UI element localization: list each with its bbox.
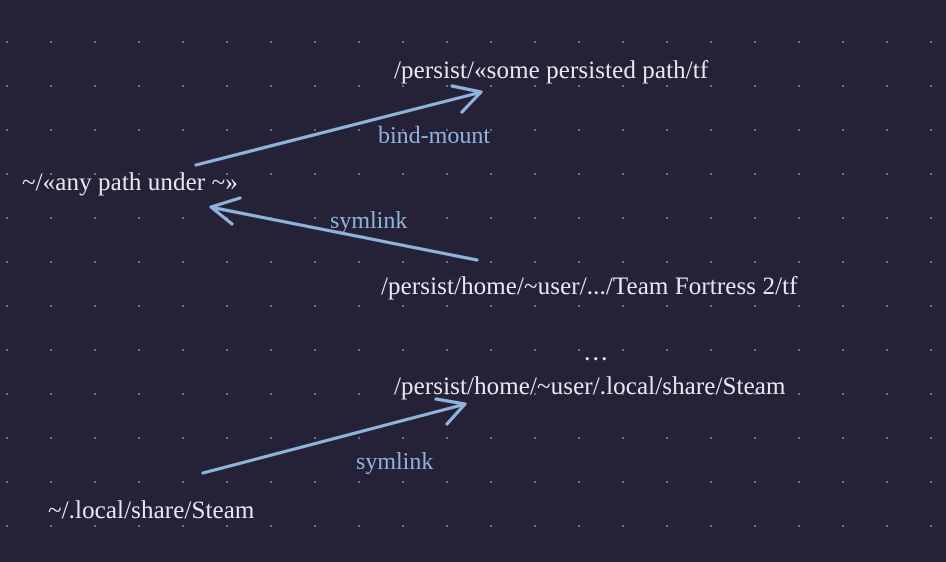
node-persist-home-steam: /persist/home/~user/.local/share/Steam: [394, 373, 786, 400]
node-any-path-under-home: ~/«any path under ~»: [22, 169, 238, 196]
node-persisted-path-tf: /persist/«some persisted path/tf: [394, 57, 709, 84]
edge-label-symlink-team-fortress: symlink: [330, 208, 408, 234]
node-persist-home-team-fortress-tf: /persist/home/~user/.../Team Fortress 2/…: [381, 273, 798, 300]
vertical-ellipsis-separator: ...: [584, 337, 610, 366]
edge-label-symlink-steam: symlink: [356, 449, 434, 475]
edge-label-bind-mount: bind-mount: [378, 123, 490, 149]
node-home-local-share-steam: ~/.local/share/Steam: [48, 497, 255, 524]
